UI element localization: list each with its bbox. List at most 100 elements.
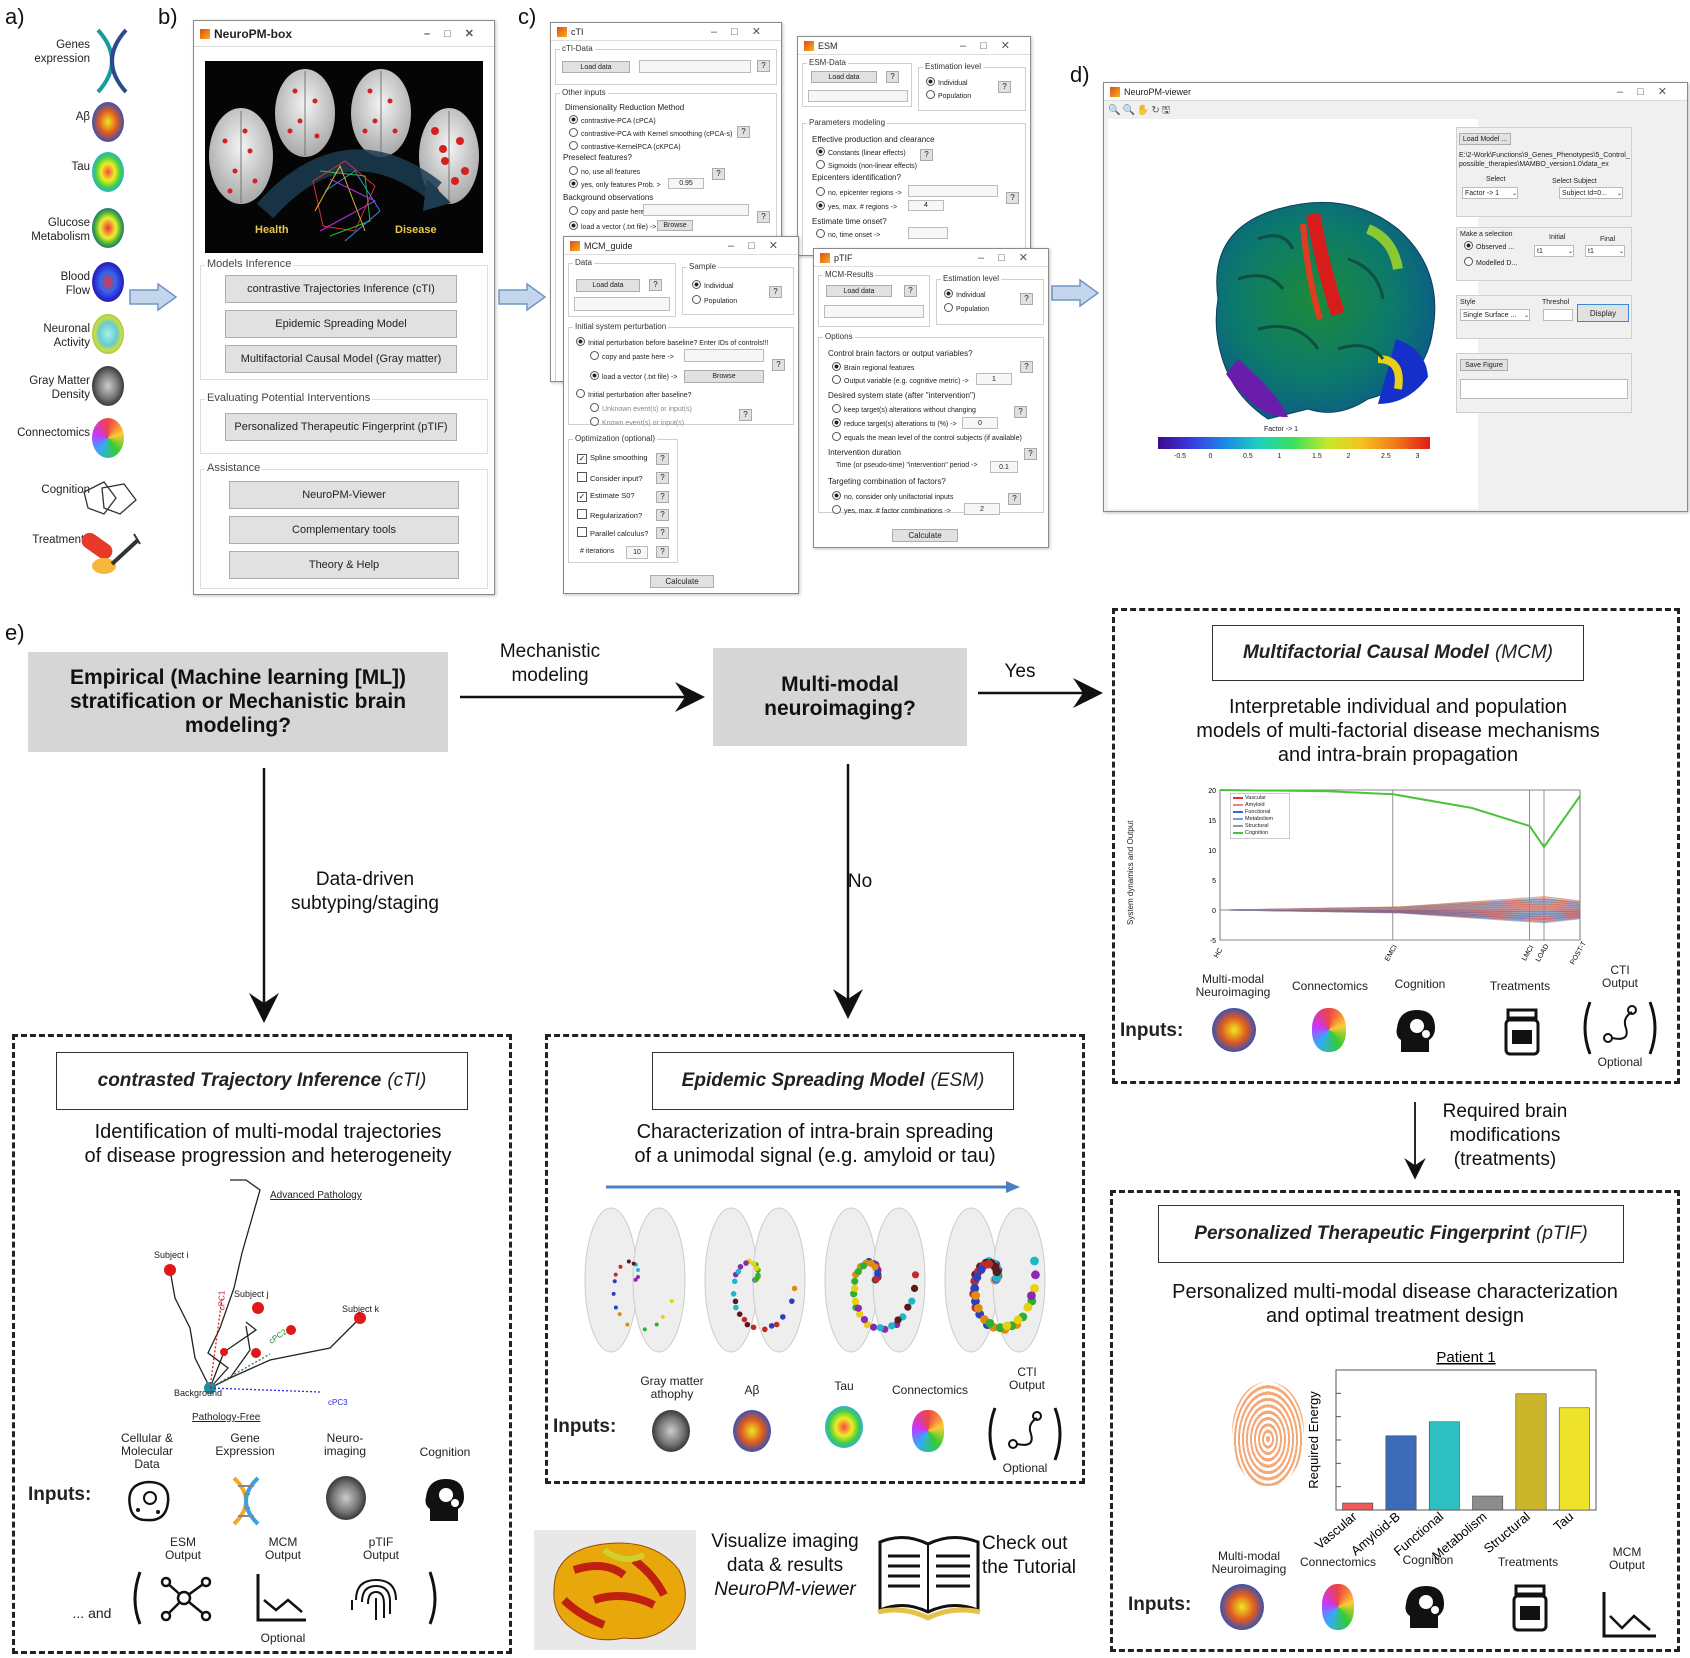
iterations-field[interactable]: 10 [626,546,648,559]
reduce-target-radio[interactable]: reduce target(s) alterations to (%) -> [832,418,957,428]
unknown-event-radio[interactable]: Unknown event(s) or input(s) [590,403,692,413]
paste-field[interactable] [643,204,749,216]
help-button[interactable]: ? [998,81,1011,93]
brain-features-radio[interactable]: Brain regional features [832,362,914,372]
consider-input-checkbox[interactable]: Consider input? [577,472,643,483]
sigmoid-radio[interactable]: Sigmoids (non-linear effects) [816,160,917,170]
esm-individual-radio[interactable]: Individual [926,77,968,87]
help-button[interactable]: ? [757,60,770,72]
cpcas-radio[interactable]: contrastive-PCA with Kernel smoothing (c… [569,128,732,138]
ptif-calculate-button[interactable]: Calculate [892,529,958,542]
mcm-population-radio[interactable]: Population [692,295,737,305]
help-button[interactable]: ? [1024,448,1037,460]
perturb-after-radio[interactable]: Initial perturbation after baseline? [576,389,692,399]
display-button[interactable]: Display [1577,304,1629,322]
threshold-field[interactable] [1543,309,1573,321]
ptif-population-radio[interactable]: Population [944,303,989,313]
help-button[interactable]: ? [656,472,669,484]
time-field[interactable]: 0.1 [990,461,1018,473]
copy-paste-radio[interactable]: copy and paste here -> [569,206,653,216]
window-controls[interactable]: –□✕ [978,252,1042,264]
keep-target-radio[interactable]: keep target(s) alterations without chang… [832,404,976,414]
help-button[interactable]: ? [904,285,917,297]
window-controls[interactable]: –□✕ [960,40,1024,52]
mcm-vector-radio[interactable]: load a vector (.txt file) -> [590,371,677,381]
mcm-paste-field[interactable] [684,349,764,362]
help-button[interactable]: ? [886,71,899,83]
viewer-brain-thumbnail[interactable] [534,1530,696,1650]
perturb-before-radio[interactable]: Initial perturbation before baseline? En… [576,337,769,347]
no-onset-radio[interactable]: no, time onset -> [816,229,880,239]
ptif-load-data-button[interactable]: Load data [826,285,892,297]
window-controls[interactable]: –□✕ [711,26,775,38]
output-variable-radio[interactable]: Output variable (e.g. cognitive metric) … [832,375,969,385]
help-button[interactable]: ? [1020,293,1033,305]
browse-button[interactable]: Browse [657,220,693,231]
modelled-radio[interactable]: Modelled D... [1464,257,1517,267]
yes-features-radio[interactable]: yes, only features Prob. > [569,179,661,189]
help-button[interactable]: ? [656,527,669,539]
help-button[interactable]: ? [656,453,669,465]
cti-data-field[interactable] [639,60,751,73]
ptif-button[interactable]: Personalized Therapeutic Fingerprint (pT… [225,413,457,441]
spline-checkbox[interactable]: Spline smoothing [577,453,648,464]
help-button[interactable]: ? [757,211,770,223]
mcm-button[interactable]: Multifactorial Causal Model (Gray matter… [225,345,457,373]
no-epicenter-radio[interactable]: no, epicenter regions -> [816,187,902,197]
tutorial-label[interactable]: Check out the Tutorial [982,1533,1076,1578]
help-button[interactable]: Theory & Help [229,551,459,579]
esm-button[interactable]: Epidemic Spreading Model [225,310,457,338]
unifactorial-radio[interactable]: no, consider only unifactorial inputs [832,491,953,501]
factor-dropdown[interactable]: Factor -> 1⌄ [1462,187,1518,199]
save-field[interactable] [1460,379,1628,399]
mcm-data-field[interactable] [574,297,670,311]
initial-dropdown[interactable]: t1⌄ [1534,245,1574,257]
estimate-s0-checkbox[interactable]: Estimate S0? [577,491,635,502]
observed-radio[interactable]: Observed ... [1464,241,1514,251]
load-model-button[interactable]: Load Model ... [1459,133,1511,145]
mcm-calculate-button[interactable]: Calculate [650,575,714,588]
viewer-button[interactable]: NeuroPM-Viewer [229,481,459,509]
onset-field[interactable] [908,227,948,239]
help-button[interactable]: ? [649,279,662,291]
help-button[interactable]: ? [1008,493,1021,505]
ckpca-radio[interactable]: contrastive-KernelPCA (cKPCA) [569,141,681,151]
ptif-data-field[interactable] [824,305,924,318]
help-button[interactable]: ? [739,409,752,421]
open-book-icon[interactable] [874,1532,984,1622]
mcm-load-data-button[interactable]: Load data [576,279,640,292]
esm-load-data-button[interactable]: Load data [811,71,877,83]
window-controls[interactable]: –□✕ [1617,86,1681,98]
save-figure-button[interactable]: Save Figure [1460,359,1508,371]
ptif-individual-radio[interactable]: Individual [944,289,986,299]
final-dropdown[interactable]: t1⌄ [1585,245,1625,257]
regularization-checkbox[interactable]: Regularization? [577,509,642,520]
help-button[interactable]: ? [920,149,933,161]
output-variable-field[interactable]: 1 [976,373,1012,385]
help-button[interactable]: ? [712,168,725,180]
help-button[interactable]: ? [1020,361,1033,373]
tools-button[interactable]: Complementary tools [229,516,459,544]
help-button[interactable]: ? [656,491,669,503]
control-mean-radio[interactable]: equals the mean level of the control sub… [832,432,1022,442]
help-button[interactable]: ? [737,126,750,138]
esm-population-radio[interactable]: Population [926,90,971,100]
subject-dropdown[interactable]: Subject Id=0...⌄ [1559,187,1623,199]
mcm-browse-button[interactable]: Browse [684,370,764,383]
help-button[interactable]: ? [1006,192,1019,204]
style-dropdown[interactable]: Single Surface ...⌄ [1460,309,1530,321]
help-button[interactable]: ? [656,546,669,558]
combinations-field[interactable]: 2 [964,503,1000,515]
help-button[interactable]: ? [772,359,785,371]
reduce-field[interactable]: 0 [962,417,998,429]
window-controls[interactable]: –□✕ [424,28,488,40]
mcm-paste-radio[interactable]: copy and paste here -> [590,351,674,361]
parallel-checkbox[interactable]: Parallel calculus? [577,527,648,538]
esm-data-field[interactable] [808,90,908,102]
no-features-radio[interactable]: no, use all features [569,166,640,176]
load-vector-radio[interactable]: load a vector (.txt file) -> [569,221,656,231]
help-button[interactable]: ? [656,509,669,521]
linear-radio[interactable]: Constants (linear effects) [816,147,906,157]
mcm-individual-radio[interactable]: Individual [692,280,734,290]
known-event-radio[interactable]: Known event(s) or input(s) [590,417,684,427]
